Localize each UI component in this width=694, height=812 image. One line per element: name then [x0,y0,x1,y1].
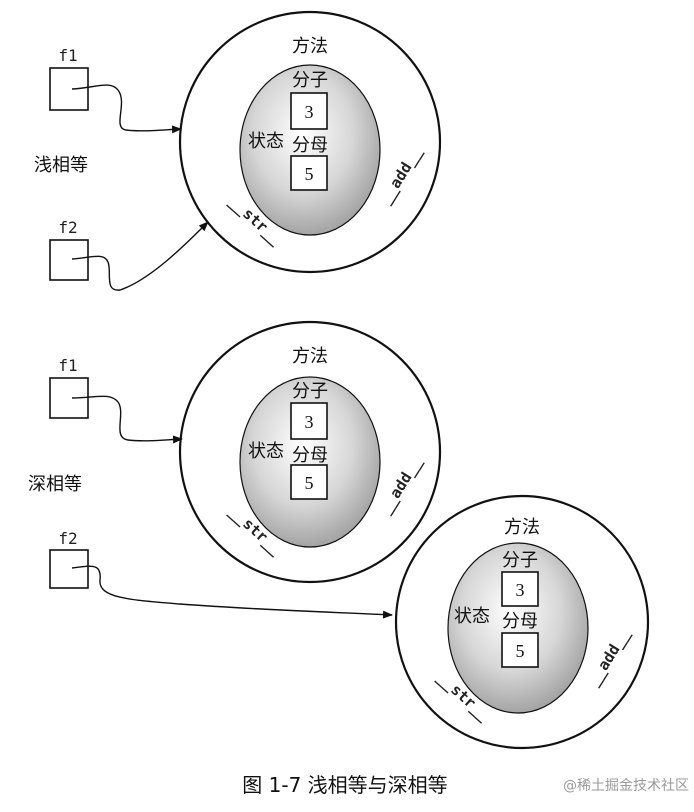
methods-label: 方法 [292,346,328,367]
denominator-box [501,632,539,668]
denominator-label: 分母 [292,445,328,466]
denominator-label: 分母 [292,135,328,156]
numerator-label: 分子 [502,550,538,571]
reference-arrow [71,565,393,619]
object-middle: 方法 分子 3 状态 分母 5 __add__ __str__ [178,320,442,584]
reference-bottom-f2: f2 [49,529,393,619]
deep-equal-label: 深相等 [28,474,82,495]
reference-arrow [71,221,209,291]
numerator-value: 3 [516,580,525,600]
object-state-circle [239,376,381,548]
reference-top-f1: f1 [49,46,182,134]
numerator-box [501,571,539,607]
numerator-box [290,402,328,440]
methods-label: 方法 [504,517,540,538]
denominator-value: 5 [305,164,314,184]
numerator-value: 3 [305,102,314,122]
state-label: 状态 [248,441,284,462]
reference-label: f2 [58,529,77,548]
reference-arrow [71,84,182,134]
methods-label: 方法 [292,36,328,57]
figure-caption: 图 1-7 浅相等与深相等 [242,773,447,797]
numerator-value: 3 [305,412,314,432]
reference-box [49,67,89,111]
denominator-box [290,464,328,500]
object-top: 方法 分子 3 状态 分母 5 __add__ __str__ [178,10,442,274]
reference-box [49,549,89,589]
reference-bottom-f1: f1 [49,356,183,444]
reference-label: f1 [58,356,77,375]
object-bottom: 方法 分子 3 状态 分母 5 __add__ __str__ [394,494,650,750]
denominator-label: 分母 [502,611,538,632]
state-label: 状态 [248,131,284,152]
reference-box [49,239,89,281]
state-label: 状态 [454,606,490,627]
watermark: @稀土掘金技术社区 [563,778,689,794]
reference-top-f2: f2 [49,218,209,291]
shallow-equal-label: 浅相等 [34,155,88,176]
denominator-value: 5 [516,641,525,661]
numerator-label: 分子 [292,381,328,402]
reference-arrow [71,395,183,444]
denominator-value: 5 [305,473,314,493]
reference-label: f2 [58,218,77,237]
reference-label: f1 [58,46,77,65]
object-state-circle [447,542,589,714]
denominator-box [290,155,328,191]
object-state-circle [239,64,381,236]
numerator-box [290,92,328,130]
numerator-label: 分子 [292,70,328,91]
